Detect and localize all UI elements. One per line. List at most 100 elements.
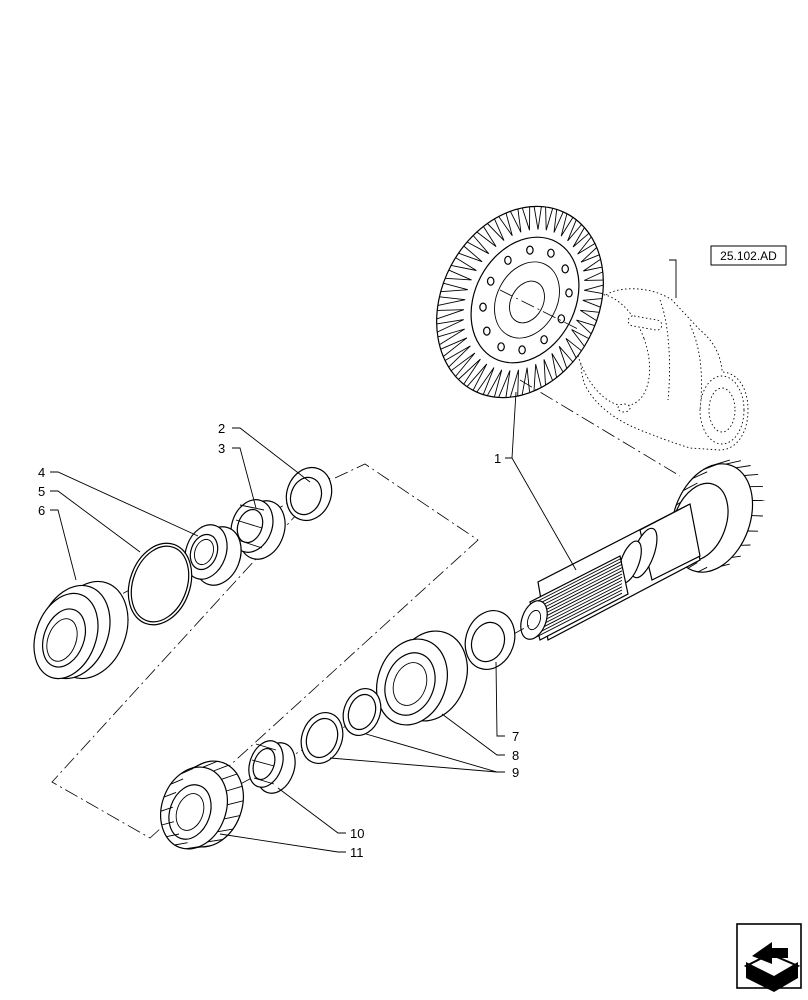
callout-10[interactable]: 10 xyxy=(350,826,364,841)
pinion-shaft xyxy=(520,459,765,641)
slotted-nut xyxy=(230,499,286,560)
crown-tooth xyxy=(579,309,600,322)
pinion-tooth xyxy=(720,563,730,567)
crown-bolt-hole xyxy=(482,326,491,336)
crown-bolt-hole xyxy=(557,314,566,324)
shaft-spline xyxy=(531,589,623,637)
shaft-spline xyxy=(531,560,623,608)
crown-tooth xyxy=(551,353,564,378)
bearing-roller xyxy=(166,833,180,838)
callout-8[interactable]: 8 xyxy=(512,748,519,763)
bearing-roller xyxy=(202,760,218,768)
crown-tooth xyxy=(476,226,497,247)
callout-6[interactable]: 6 xyxy=(38,503,45,518)
bearing-roller xyxy=(180,768,194,775)
crown-tooth xyxy=(521,367,531,396)
bearing-roller xyxy=(191,761,206,769)
roller-bearing-lower xyxy=(160,760,244,850)
crown-tooth xyxy=(567,219,582,242)
crown-tooth xyxy=(533,364,542,392)
shaft-spline xyxy=(531,586,623,634)
callout-4[interactable]: 4 xyxy=(38,465,45,480)
crown-tooth xyxy=(577,236,596,255)
crown-bolt-hole xyxy=(547,248,555,258)
crown-tooth xyxy=(533,206,542,230)
callout-1[interactable]: 1 xyxy=(494,451,501,466)
pinion-tooth xyxy=(702,463,719,471)
crown-tooth xyxy=(543,359,554,386)
crown-tooth xyxy=(572,227,590,248)
pinion-tooth xyxy=(744,473,759,476)
crown-tooth xyxy=(458,245,483,263)
crown-tooth xyxy=(545,206,554,231)
bearing-roller xyxy=(224,815,240,820)
crown-bolt-hole xyxy=(504,255,512,265)
bearing-roller xyxy=(217,828,233,833)
bearing-roller xyxy=(207,839,223,843)
crown-tooth xyxy=(436,309,464,320)
callout-labels: 1 2 3 4 5 6 7 8 9 10 11 xyxy=(38,421,519,860)
crown-bolt-hole xyxy=(518,345,526,355)
group-outline xyxy=(51,463,479,839)
crown-wheel xyxy=(436,205,604,399)
crown-tooth xyxy=(509,369,519,398)
crown-tooth xyxy=(576,319,596,335)
bearing-roller xyxy=(185,846,199,850)
crown-tooth xyxy=(584,271,604,281)
reference-link-box[interactable]: 25.102.AD xyxy=(710,245,787,266)
crown-tooth xyxy=(466,363,488,391)
crown-tooth xyxy=(476,367,495,395)
bearing-roller xyxy=(226,785,243,792)
bearing-roller xyxy=(227,800,244,806)
crown-tooth xyxy=(560,213,574,237)
pinion-tooth xyxy=(697,566,708,573)
crown-tooth xyxy=(445,269,472,281)
shim-washer-lower xyxy=(464,610,516,670)
crown-tooth xyxy=(553,209,564,233)
crown-tooth xyxy=(565,337,582,359)
pinion-tooth xyxy=(692,471,708,480)
o-ring xyxy=(127,542,193,626)
crown-tooth xyxy=(521,206,531,231)
shaft-spline xyxy=(531,557,623,605)
shaft-spline xyxy=(531,567,623,615)
crown-tooth xyxy=(444,345,471,368)
bearing-roller xyxy=(170,778,184,785)
crown-tooth xyxy=(509,208,522,233)
crown-tooth xyxy=(571,329,590,347)
crown-bolt-hole xyxy=(565,288,573,298)
crown-tooth xyxy=(437,296,466,306)
bearing-cup-housing xyxy=(33,580,129,680)
shaft-spline xyxy=(531,592,623,640)
leader-lines xyxy=(50,259,677,853)
crown-tooth xyxy=(440,282,468,293)
crown-bolt-hole xyxy=(526,245,534,255)
spacer-rings xyxy=(300,688,382,764)
pinion-tooth xyxy=(731,555,741,558)
crown-bolt-hole xyxy=(486,276,495,286)
bearing-roller xyxy=(196,845,211,849)
callout-7[interactable]: 7 xyxy=(512,729,519,744)
crown-bolt-hole xyxy=(540,335,548,345)
crown-tooth xyxy=(584,284,604,295)
pinion-tooth xyxy=(709,567,719,572)
crown-tooth xyxy=(583,258,603,272)
bearing-roller xyxy=(163,791,177,798)
shim-washer-upper xyxy=(285,466,333,522)
reference-label: 25.102.AD xyxy=(720,249,777,263)
taper-roller-bearing xyxy=(376,630,468,726)
crown-tooth xyxy=(451,257,477,271)
crown-axis xyxy=(499,289,581,331)
callout-5[interactable]: 5 xyxy=(38,484,45,499)
crown-tooth xyxy=(487,218,505,241)
bearing-roller xyxy=(161,821,175,826)
callout-3[interactable]: 3 xyxy=(218,441,225,456)
crown-tooth xyxy=(580,247,600,263)
bearing-roller xyxy=(213,764,229,772)
pinion-tooth xyxy=(682,482,698,492)
next-page-arrow-icon[interactable] xyxy=(736,923,802,992)
callout-11[interactable]: 11 xyxy=(350,845,364,860)
pinion-tooth xyxy=(714,459,730,466)
callout-9[interactable]: 9 xyxy=(512,765,519,780)
callout-2[interactable]: 2 xyxy=(218,421,225,436)
